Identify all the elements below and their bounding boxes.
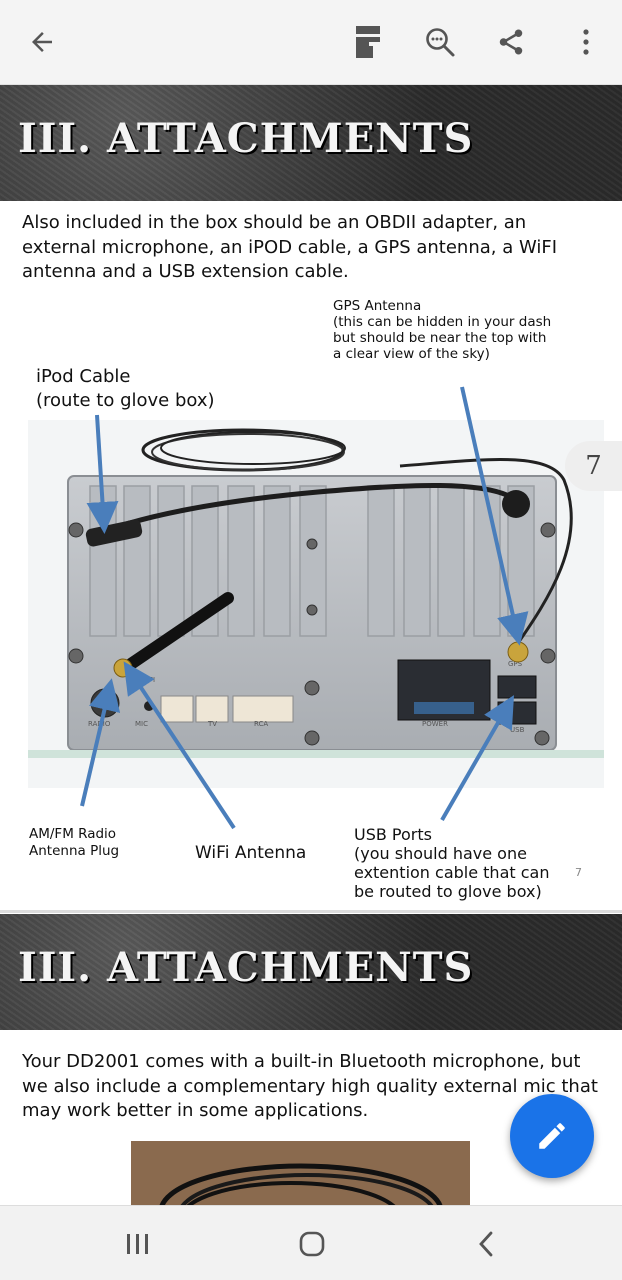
arrow-ipod <box>86 414 119 534</box>
page-indicator[interactable]: 7 <box>565 441 622 491</box>
arrow-gps <box>460 386 529 646</box>
arrow-left-icon <box>32 32 52 52</box>
home-button[interactable] <box>282 1214 342 1274</box>
wifi-antenna-label: WiFi Antenna <box>195 843 307 863</box>
page-separator <box>0 910 622 913</box>
arrow-wifi <box>123 661 236 830</box>
section-heading-2: III. ATTACHMENTS <box>18 944 474 991</box>
home-icon <box>299 1231 325 1257</box>
radio-antenna-line-1: AM/FM Radio <box>29 826 117 842</box>
usb-ports-title: USB Ports <box>354 825 432 844</box>
slide-page-number: 7 <box>575 866 582 879</box>
gps-antenna-note-3: a clear view of the sky) <box>333 346 490 362</box>
arrow-radio <box>80 678 121 807</box>
annotation-arrows <box>80 386 529 830</box>
search-text-icon <box>426 28 455 57</box>
app-toolbar <box>0 0 622 85</box>
gps-antenna-note-2: but should be near the top with <box>333 330 547 346</box>
back-button[interactable] <box>22 22 62 62</box>
device-label-gps: GPS <box>508 660 523 668</box>
ipod-cable-label: iPod Cable (route to glove box) <box>36 365 215 413</box>
usb-ports-note-3: be routed to glove box) <box>354 882 542 901</box>
device-label-tv: TV <box>207 720 217 728</box>
arrow-usb <box>440 695 514 821</box>
share-button[interactable] <box>491 22 531 62</box>
microphone-photo <box>131 1141 470 1205</box>
radio-antenna-line-2: Antenna Plug <box>29 843 120 859</box>
system-nav-bar <box>0 1205 622 1280</box>
gps-antenna-title: GPS Antenna <box>333 298 422 314</box>
reading-mode-button[interactable] <box>348 22 388 62</box>
ipod-cable-subtitle: (route to glove box) <box>36 390 215 411</box>
gps-antenna-note-1: (this can be hidden in your dash <box>333 314 552 330</box>
usb-ports-label: USB Ports (you should have one extention… <box>354 825 549 901</box>
head-unit-rear-photo: RADIO MIC TV RCA POWER USB GPS WIFI <box>28 420 604 788</box>
section-heading-banner-2: III. ATTACHMENTS <box>0 914 622 1030</box>
section-heading: III. ATTACHMENTS <box>18 115 474 162</box>
nav-back-button[interactable] <box>456 1214 516 1274</box>
device-label-usb: USB <box>510 726 525 734</box>
pencil-icon <box>539 1123 565 1149</box>
share-icon <box>499 29 523 55</box>
ipod-cable-title: iPod Cable <box>36 366 131 387</box>
reading-mode-icon <box>356 26 380 58</box>
device-label-rca: RCA <box>254 720 268 728</box>
usb-ports-note-2: extention cable that can <box>354 863 550 882</box>
device-label-power: POWER <box>422 720 448 728</box>
microphone-paragraph: Your DD2001 comes with a built-in Blueto… <box>22 1051 598 1121</box>
section-heading-banner: III. ATTACHMENTS <box>0 85 622 201</box>
search-button[interactable] <box>420 22 460 62</box>
usb-ports-note-1: (you should have one <box>354 844 527 863</box>
gps-antenna-label: GPS Antenna (this can be hidden in your … <box>333 298 551 362</box>
more-vert-icon <box>583 29 589 55</box>
more-options-button[interactable] <box>566 22 606 62</box>
recents-button[interactable] <box>108 1214 168 1274</box>
edit-fab-button[interactable] <box>510 1094 594 1178</box>
nav-back-icon <box>479 1231 493 1257</box>
radio-antenna-label: AM/FM Radio Antenna Plug <box>29 826 119 860</box>
intro-paragraph: Also included in the box should be an OB… <box>22 212 558 282</box>
recents-icon <box>127 1234 148 1254</box>
device-label-mic: MIC <box>135 720 148 728</box>
